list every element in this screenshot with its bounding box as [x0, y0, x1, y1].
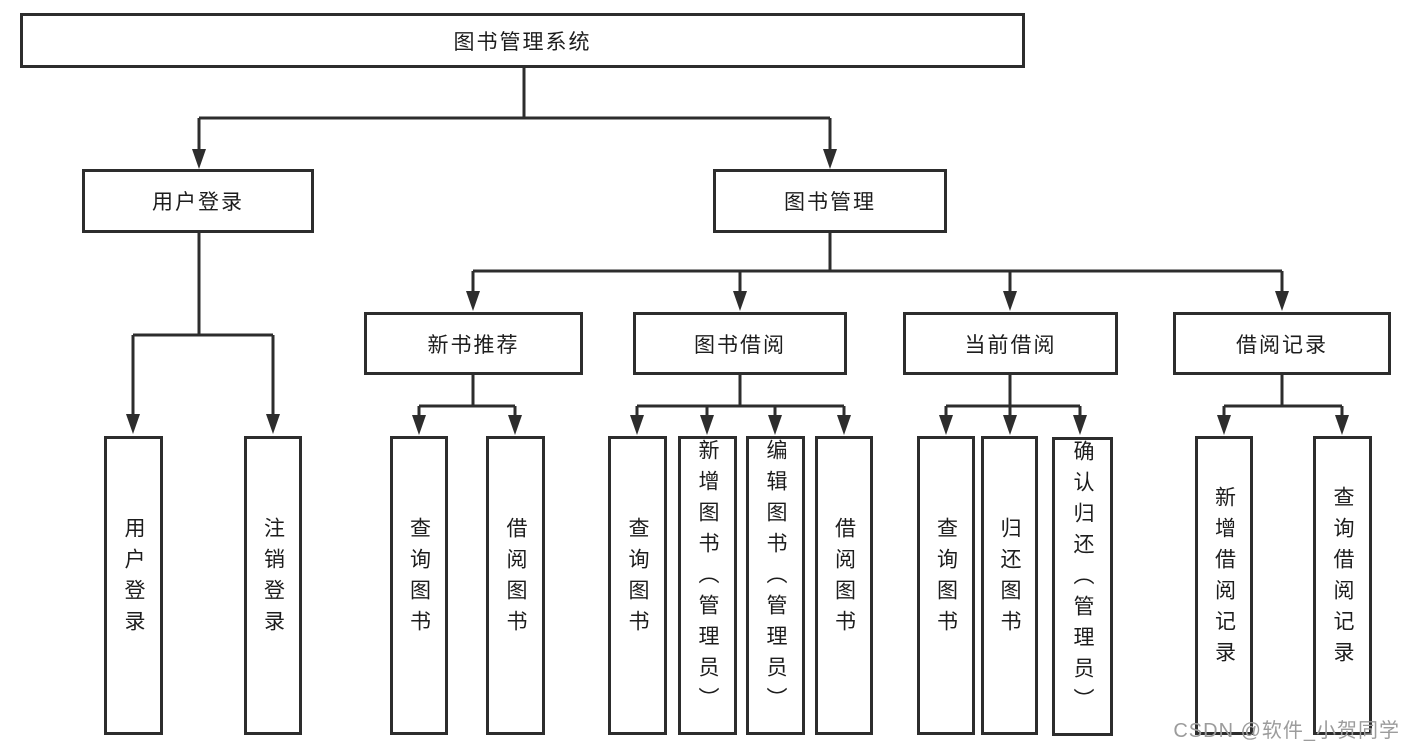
- leaf-bb-add-books-admin: 新增图书（管理员）: [678, 436, 737, 735]
- leaf-nbr-borrow-books: 借阅图书: [486, 436, 545, 735]
- leaf-logout-label: 注销登录: [261, 516, 285, 641]
- node-new-book-recommendation-label: 新书推荐: [427, 333, 520, 357]
- node-user-login: 用户登录: [82, 169, 314, 233]
- node-current-borrowing-label: 当前借阅: [964, 333, 1057, 357]
- leaf-user-login-label: 用户登录: [122, 516, 145, 641]
- node-book-borrowing-label: 图书借阅: [694, 333, 786, 357]
- node-book-management-label: 图书管理: [784, 191, 876, 214]
- leaf-nbr-query-books-label: 查询图书: [407, 516, 431, 641]
- edge-borrow-records-to-leaves: [1217, 375, 1349, 435]
- leaf-nbr-query-books: 查询图书: [390, 436, 448, 735]
- leaf-bb-borrow-books-label: 借阅图书: [832, 516, 856, 641]
- leaf-cb-return-books-label: 归还图书: [998, 516, 1021, 641]
- leaf-cb-return-books: 归还图书: [981, 436, 1038, 735]
- edge-book-mgmt-to-groups: [466, 233, 1289, 311]
- leaf-bb-query-books: 查询图书: [608, 436, 667, 735]
- node-root-system-label: 图书管理系统: [453, 30, 592, 54]
- csdn-watermark: CSDN @软件_小贺同学: [1173, 720, 1400, 742]
- edge-user-login-to-leaves: [126, 233, 280, 434]
- node-borrowing-records: 借阅记录: [1173, 312, 1391, 375]
- node-book-borrowing: 图书借阅: [633, 312, 847, 375]
- node-root-system: 图书管理系统: [20, 13, 1025, 68]
- leaf-bb-add-books-admin-label: 新增图书（管理员）: [696, 439, 719, 718]
- leaf-br-add-record: 新增借阅记录: [1195, 436, 1253, 735]
- leaf-br-query-record: 查询借阅记录: [1313, 436, 1372, 735]
- leaf-cb-query-books: 查询图书: [917, 436, 975, 735]
- leaf-bb-edit-books-admin-label: 编辑图书（管理员）: [764, 439, 787, 718]
- leaf-br-add-record-label: 新增借阅记录: [1212, 485, 1236, 672]
- leaf-cb-query-books-label: 查询图书: [934, 516, 958, 641]
- node-new-book-recommendation: 新书推荐: [364, 312, 583, 375]
- node-user-login-label: 用户登录: [152, 191, 244, 214]
- node-book-management: 图书管理: [713, 169, 947, 233]
- leaf-bb-query-books-label: 查询图书: [626, 516, 649, 641]
- edge-new-book-rec-to-leaves: [412, 375, 522, 435]
- leaf-nbr-borrow-books-label: 借阅图书: [504, 516, 527, 641]
- edge-root-to-branches: [192, 68, 837, 169]
- leaf-logout: 注销登录: [244, 436, 302, 735]
- edge-book-borrow-to-leaves: [630, 375, 851, 435]
- leaf-cb-confirm-return-admin-label: 确认归还（管理员）: [1071, 440, 1094, 719]
- node-borrowing-records-label: 借阅记录: [1236, 333, 1328, 357]
- leaf-br-query-record-label: 查询借阅记录: [1331, 485, 1354, 672]
- edge-current-borrow-to-leaves: [939, 375, 1087, 435]
- leaf-bb-edit-books-admin: 编辑图书（管理员）: [746, 436, 805, 735]
- leaf-cb-confirm-return-admin: 确认归还（管理员）: [1052, 437, 1113, 736]
- node-current-borrowing: 当前借阅: [903, 312, 1118, 375]
- leaf-bb-borrow-books: 借阅图书: [815, 436, 873, 735]
- leaf-user-login: 用户登录: [104, 436, 163, 735]
